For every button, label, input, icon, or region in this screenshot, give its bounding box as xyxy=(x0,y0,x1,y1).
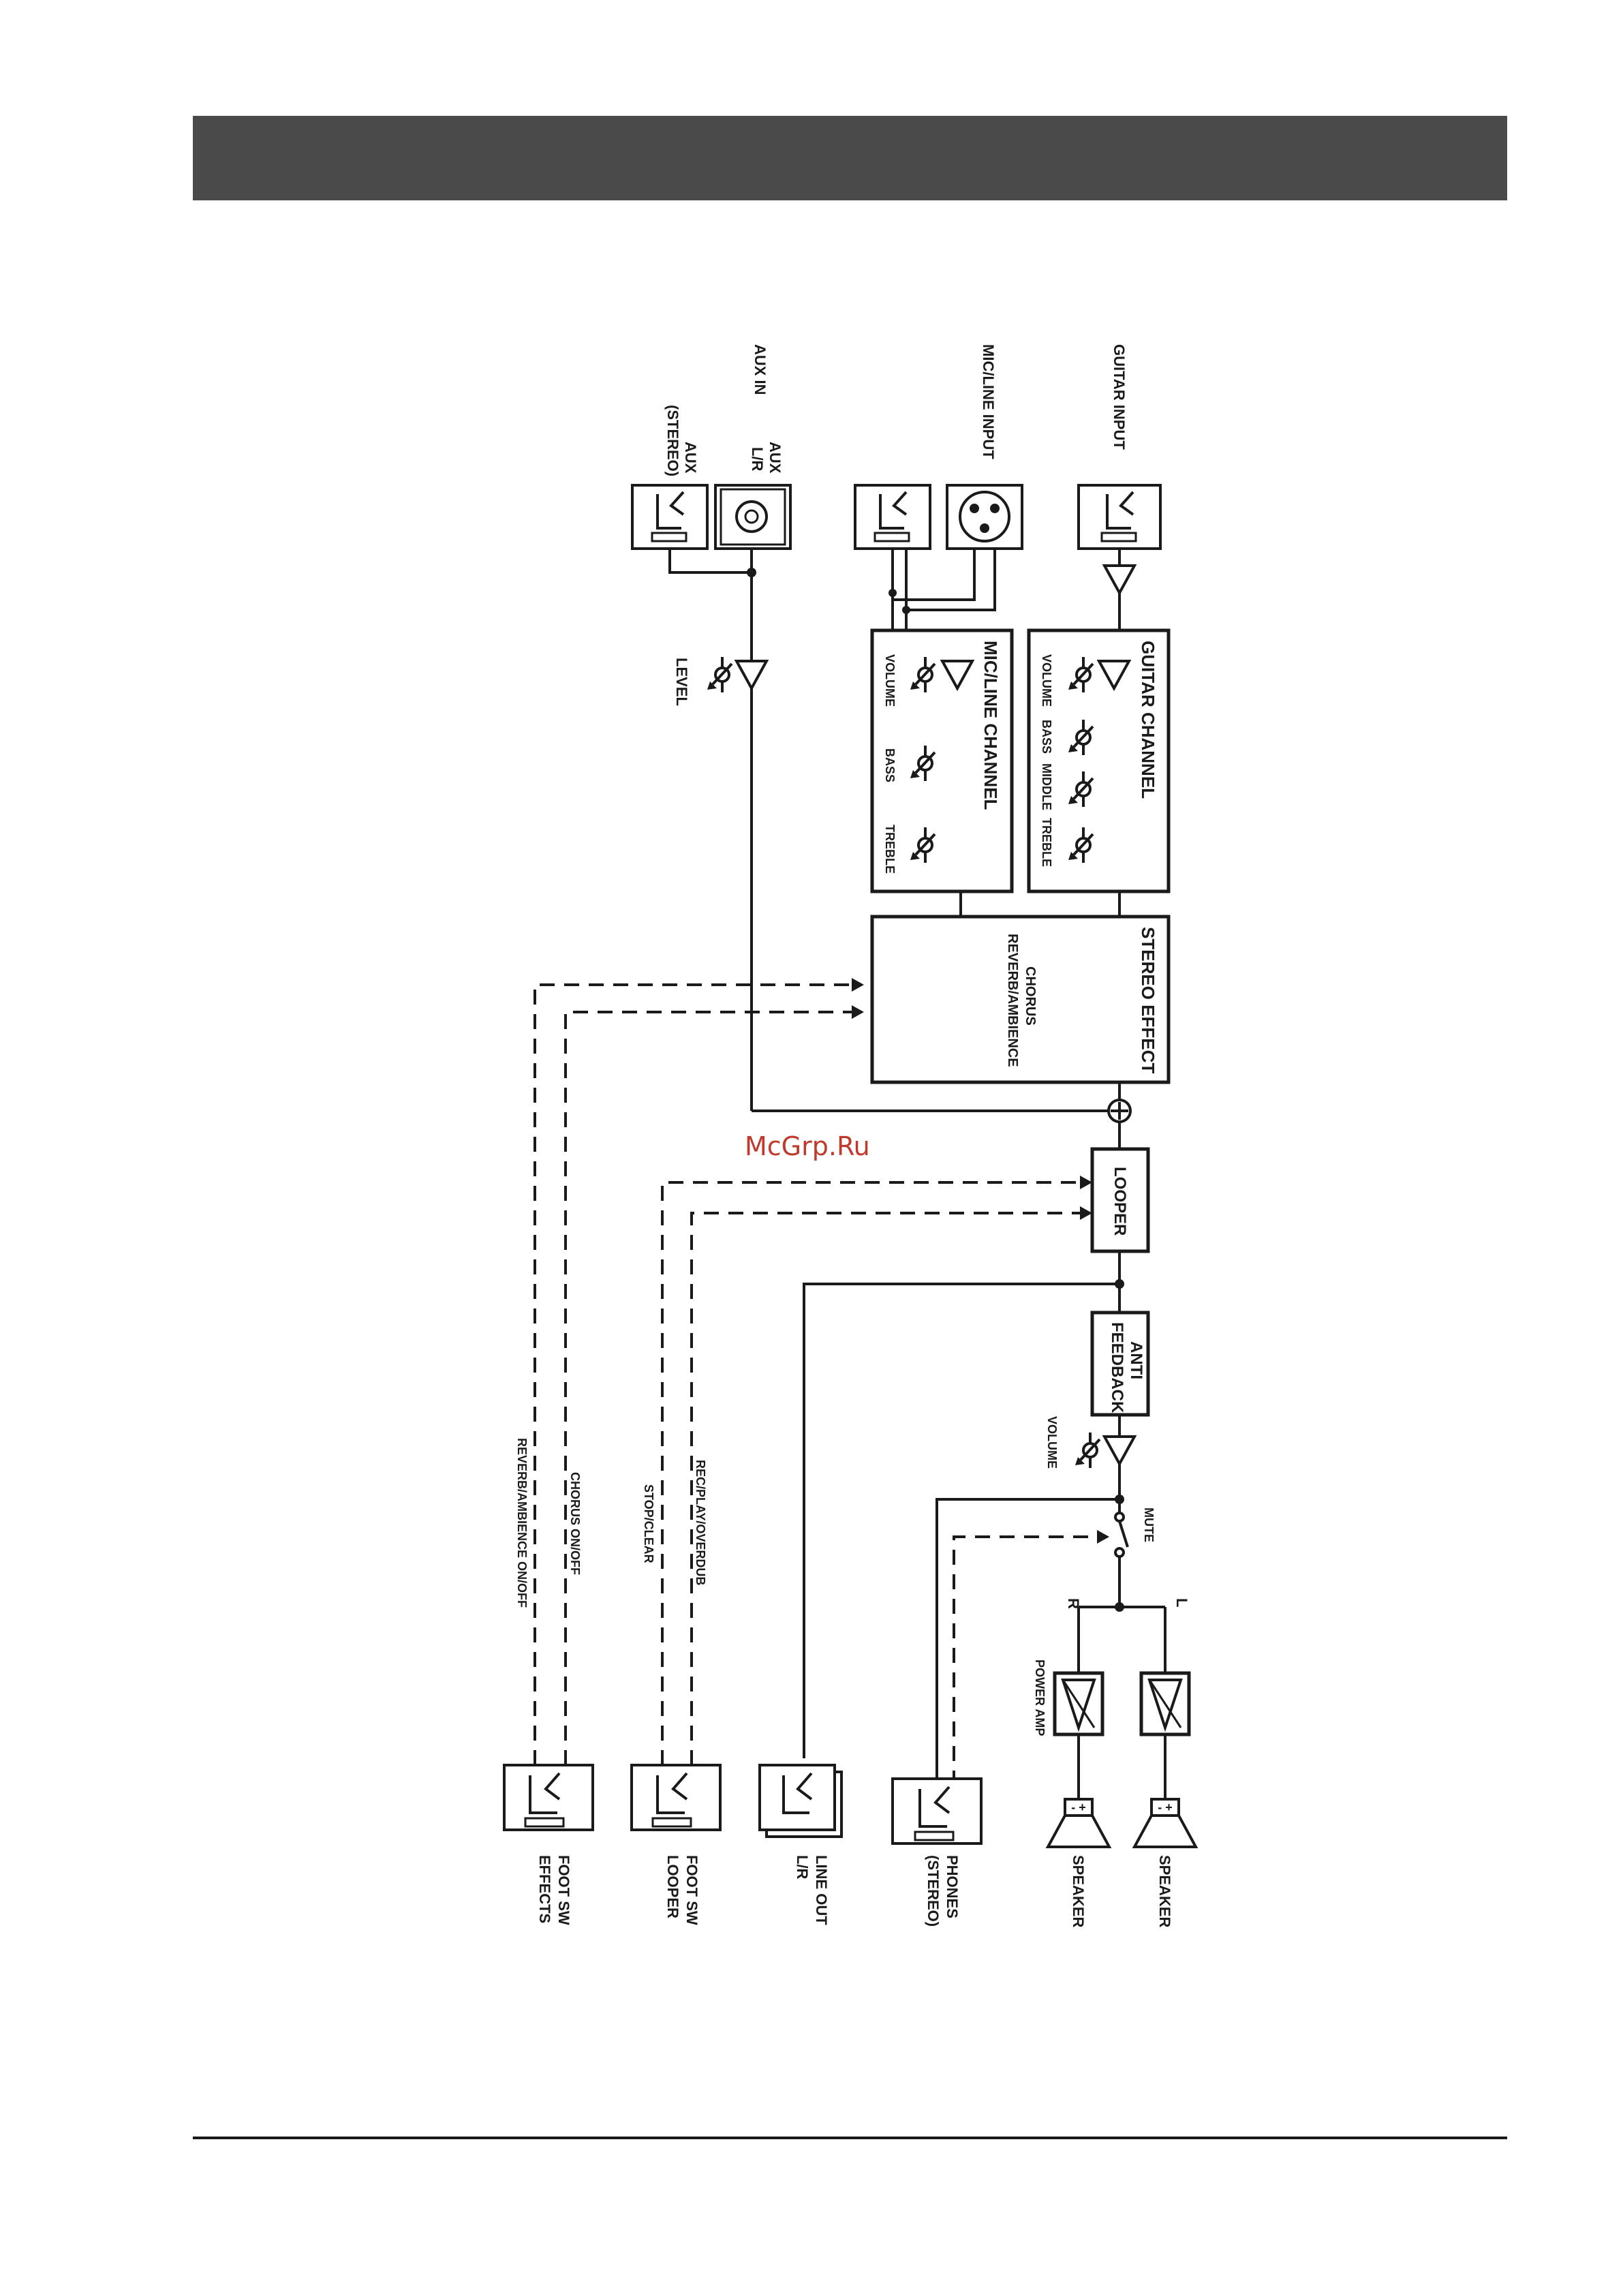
speaker-r-icon: - + xyxy=(1045,1798,1112,1848)
aux-stereo-jack xyxy=(631,484,709,550)
label-speaker-l: SPEAKER xyxy=(1156,1855,1173,1927)
aux-level-amp xyxy=(735,660,768,690)
aux-lr-jack xyxy=(714,484,792,550)
label-gtr-treble: TREBLE xyxy=(1040,818,1053,867)
looper-block xyxy=(1090,1147,1150,1253)
label-foot-sw-effects-2: EFFECTS xyxy=(536,1855,553,1923)
label-aux-stereo-a: AUX xyxy=(682,442,699,474)
stereo-effect-block xyxy=(870,915,1171,1084)
label-reverb-ambience-on-off: REVERB/AMBIENCE ON/OFF xyxy=(515,1438,529,1608)
label-line-out: LINE OUT xyxy=(813,1855,830,1925)
footer-rule xyxy=(193,2137,1507,2139)
label-speaker-r: SPEAKER xyxy=(1070,1855,1087,1927)
master-volume xyxy=(1074,1431,1136,1469)
mic-line-quarter-jack xyxy=(854,484,931,550)
label-line-out-lr: L/R xyxy=(794,1855,811,1880)
label-gtr-middle: MIDDLE xyxy=(1040,763,1053,810)
label-rec-play-overdub: REC/PLAY/OVERDUB xyxy=(694,1460,707,1585)
label-aux-in: AUX IN xyxy=(752,344,769,395)
control-lines xyxy=(534,978,1109,1786)
guitar-input-buffer xyxy=(1103,564,1136,594)
guitar-input-jack xyxy=(1077,484,1162,550)
power-amp-r xyxy=(1053,1671,1104,1736)
label-looper: LOOPER xyxy=(1111,1167,1129,1236)
label-l: L xyxy=(1173,1598,1190,1607)
label-stereo-effect: STEREO EFFECT xyxy=(1138,927,1158,1073)
label-phones: PHONES xyxy=(944,1855,961,1918)
label-stop-clear: STOP/CLEAR xyxy=(642,1484,655,1563)
label-power-amp: POWER AMP xyxy=(1033,1659,1047,1736)
phones-jack xyxy=(891,1777,983,1845)
label-guitar-channel: GUITAR CHANNEL xyxy=(1138,641,1158,799)
label-aux-stereo-b: (STEREO) xyxy=(664,405,681,476)
label-aux-lr-b: L/R xyxy=(749,447,766,472)
label-chorus-on-off: CHORUS ON/OFF xyxy=(568,1472,582,1575)
label-gtr-volume: VOLUME xyxy=(1040,654,1053,707)
line-out-jack xyxy=(758,1764,843,1838)
foot-sw-looper-jack xyxy=(630,1764,722,1831)
speaker-l-icon: - + xyxy=(1132,1798,1199,1848)
summing-node xyxy=(1107,1099,1132,1123)
label-gtr-bass: BASS xyxy=(1040,720,1053,754)
guitar-channel-block xyxy=(1027,628,1171,893)
header-bar xyxy=(193,116,1507,200)
label-foot-sw-looper-1: FOOT SW xyxy=(683,1855,700,1925)
label-aux-lr-a: AUX xyxy=(767,442,784,474)
svg-text:- +: - + xyxy=(1071,1801,1086,1814)
label-level: LEVEL xyxy=(673,658,690,706)
label-chorus: CHORUS xyxy=(1023,966,1038,1026)
label-mic-line-channel: MIC/LINE CHANNEL xyxy=(980,641,1001,810)
label-mic-treble: TREBLE xyxy=(883,825,897,874)
foot-sw-effects-jack xyxy=(503,1764,594,1831)
xlr-jack xyxy=(946,484,1023,550)
label-mic-bass: BASS xyxy=(883,748,897,782)
power-amp-l xyxy=(1139,1671,1191,1736)
signal-wires xyxy=(668,549,1166,1799)
label-r: R xyxy=(1065,1598,1082,1609)
label-foot-sw-looper-2: LOOPER xyxy=(664,1855,681,1918)
label-mic-volume: VOLUME xyxy=(883,654,897,707)
label-reverb-ambience: REVERB/AMBIENCE xyxy=(1005,934,1020,1067)
aux-level-pot xyxy=(706,656,733,694)
label-feedback: FEEDBACK xyxy=(1108,1322,1126,1413)
anti-feedback-block xyxy=(1090,1311,1150,1417)
label-anti: ANTI xyxy=(1127,1341,1145,1379)
label-volume: VOLUME xyxy=(1045,1416,1059,1469)
label-mic-line-input: MIC/LINE INPUT xyxy=(980,344,997,459)
label-mute: MUTE xyxy=(1142,1507,1156,1542)
svg-text:- +: - + xyxy=(1158,1801,1173,1814)
label-guitar-input: GUITAR INPUT xyxy=(1111,344,1128,450)
mic-line-channel-block xyxy=(870,628,1014,893)
label-phones-stereo: (STEREO) xyxy=(925,1855,942,1927)
watermark: McGrp.Ru xyxy=(745,1131,870,1161)
label-foot-sw-effects-1: FOOT SW xyxy=(555,1855,572,1925)
